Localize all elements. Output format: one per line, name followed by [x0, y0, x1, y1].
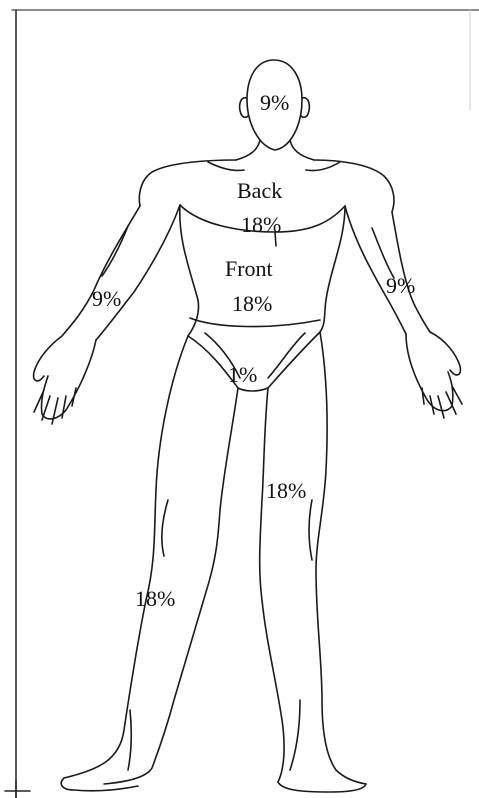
label-right-leg: 18%: [135, 588, 175, 610]
groin-fold-r: [268, 333, 305, 378]
torso-left: [180, 205, 199, 336]
foot-left: [278, 782, 366, 792]
waist-line: [190, 318, 320, 327]
leg-left-outer: [316, 332, 366, 784]
trap-left: [208, 162, 244, 171]
leg-right-outer: [64, 336, 188, 778]
hand-right: [34, 336, 96, 424]
knee-right: [162, 500, 168, 556]
trap-right: [306, 162, 340, 171]
torso-right: [320, 206, 345, 332]
ankle-left: [290, 700, 300, 770]
label-front-percent: 18%: [232, 293, 272, 315]
label-left-arm: 9%: [386, 275, 415, 297]
knee-left: [309, 500, 312, 560]
label-groin: 1%: [228, 364, 257, 386]
label-back-percent: 18%: [241, 214, 281, 236]
hand-left: [406, 332, 462, 418]
label-front: Front: [225, 258, 273, 280]
arm-right-inner: [96, 205, 180, 340]
arm-left-outer: [392, 212, 430, 332]
label-right-arm: 9%: [92, 288, 121, 310]
label-back: Back: [237, 180, 282, 202]
arm-left-inner: [345, 206, 406, 334]
arm-left-muscle: [372, 228, 394, 278]
arm-right-muscle: [102, 226, 128, 276]
label-head: 9%: [260, 92, 289, 114]
foot-right: [61, 778, 138, 791]
neck-left: [236, 140, 260, 160]
label-left-leg: 18%: [266, 480, 306, 502]
leg-left-inner: [260, 388, 284, 782]
neck-right: [290, 140, 314, 160]
groin-right: [268, 332, 320, 388]
ankle-right: [128, 710, 131, 770]
groin-bottom: [238, 388, 268, 391]
